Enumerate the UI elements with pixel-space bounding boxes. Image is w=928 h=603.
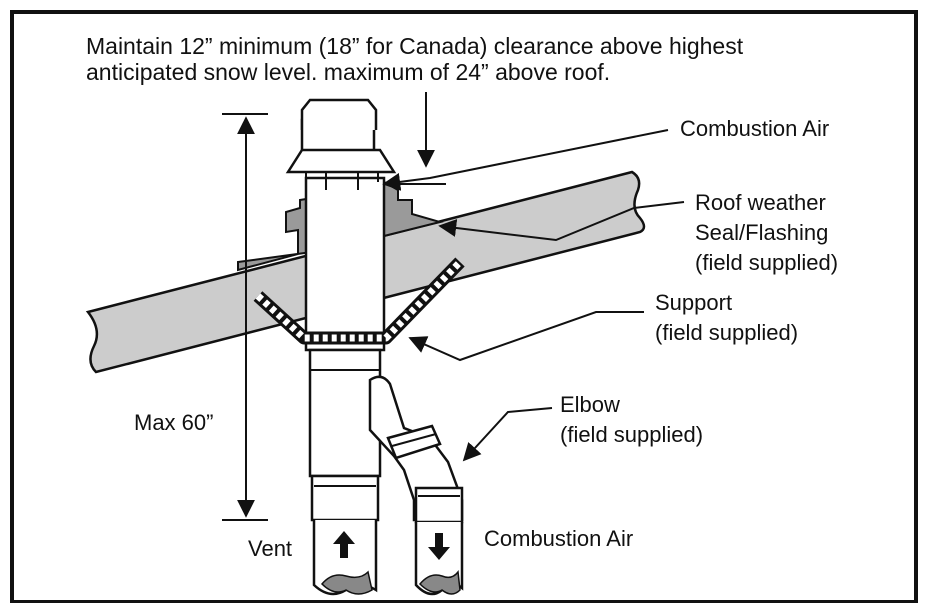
label-roof-seal-1: Roof weather <box>695 190 826 215</box>
vent-pipe <box>285 98 397 596</box>
label-roof-seal-3: (field supplied) <box>695 250 838 275</box>
header-line-1: Maintain 12” minimum (18” for Canada) cl… <box>86 33 744 59</box>
support-strap <box>253 257 465 345</box>
label-vent: Vent <box>248 536 292 561</box>
label-elbow-2: (field supplied) <box>560 422 703 447</box>
combustion-air-arrow-down-icon <box>428 533 450 560</box>
label-combustion-air-bottom: Combustion Air <box>484 526 633 551</box>
label-elbow-1: Elbow <box>560 392 620 417</box>
combustion-air-leader <box>382 129 669 191</box>
diagram-frame <box>10 10 918 603</box>
label-support-1: Support <box>655 290 732 315</box>
label-support-2: (field supplied) <box>655 320 798 345</box>
vent-arrow-up-icon <box>333 531 355 558</box>
support-leader <box>408 311 644 362</box>
label-combustion-air-top: Combustion Air <box>680 116 829 141</box>
label-max-height: Max 60” <box>134 410 213 435</box>
max-height-dimension <box>222 113 268 521</box>
elbow-leader <box>462 407 553 462</box>
combustion-air-pipe <box>368 375 464 596</box>
label-roof-seal-2: Seal/Flashing <box>695 220 828 245</box>
roof-seal-leader <box>438 201 685 242</box>
header-line-2: anticipated snow level. maximum of 24” a… <box>86 59 610 85</box>
